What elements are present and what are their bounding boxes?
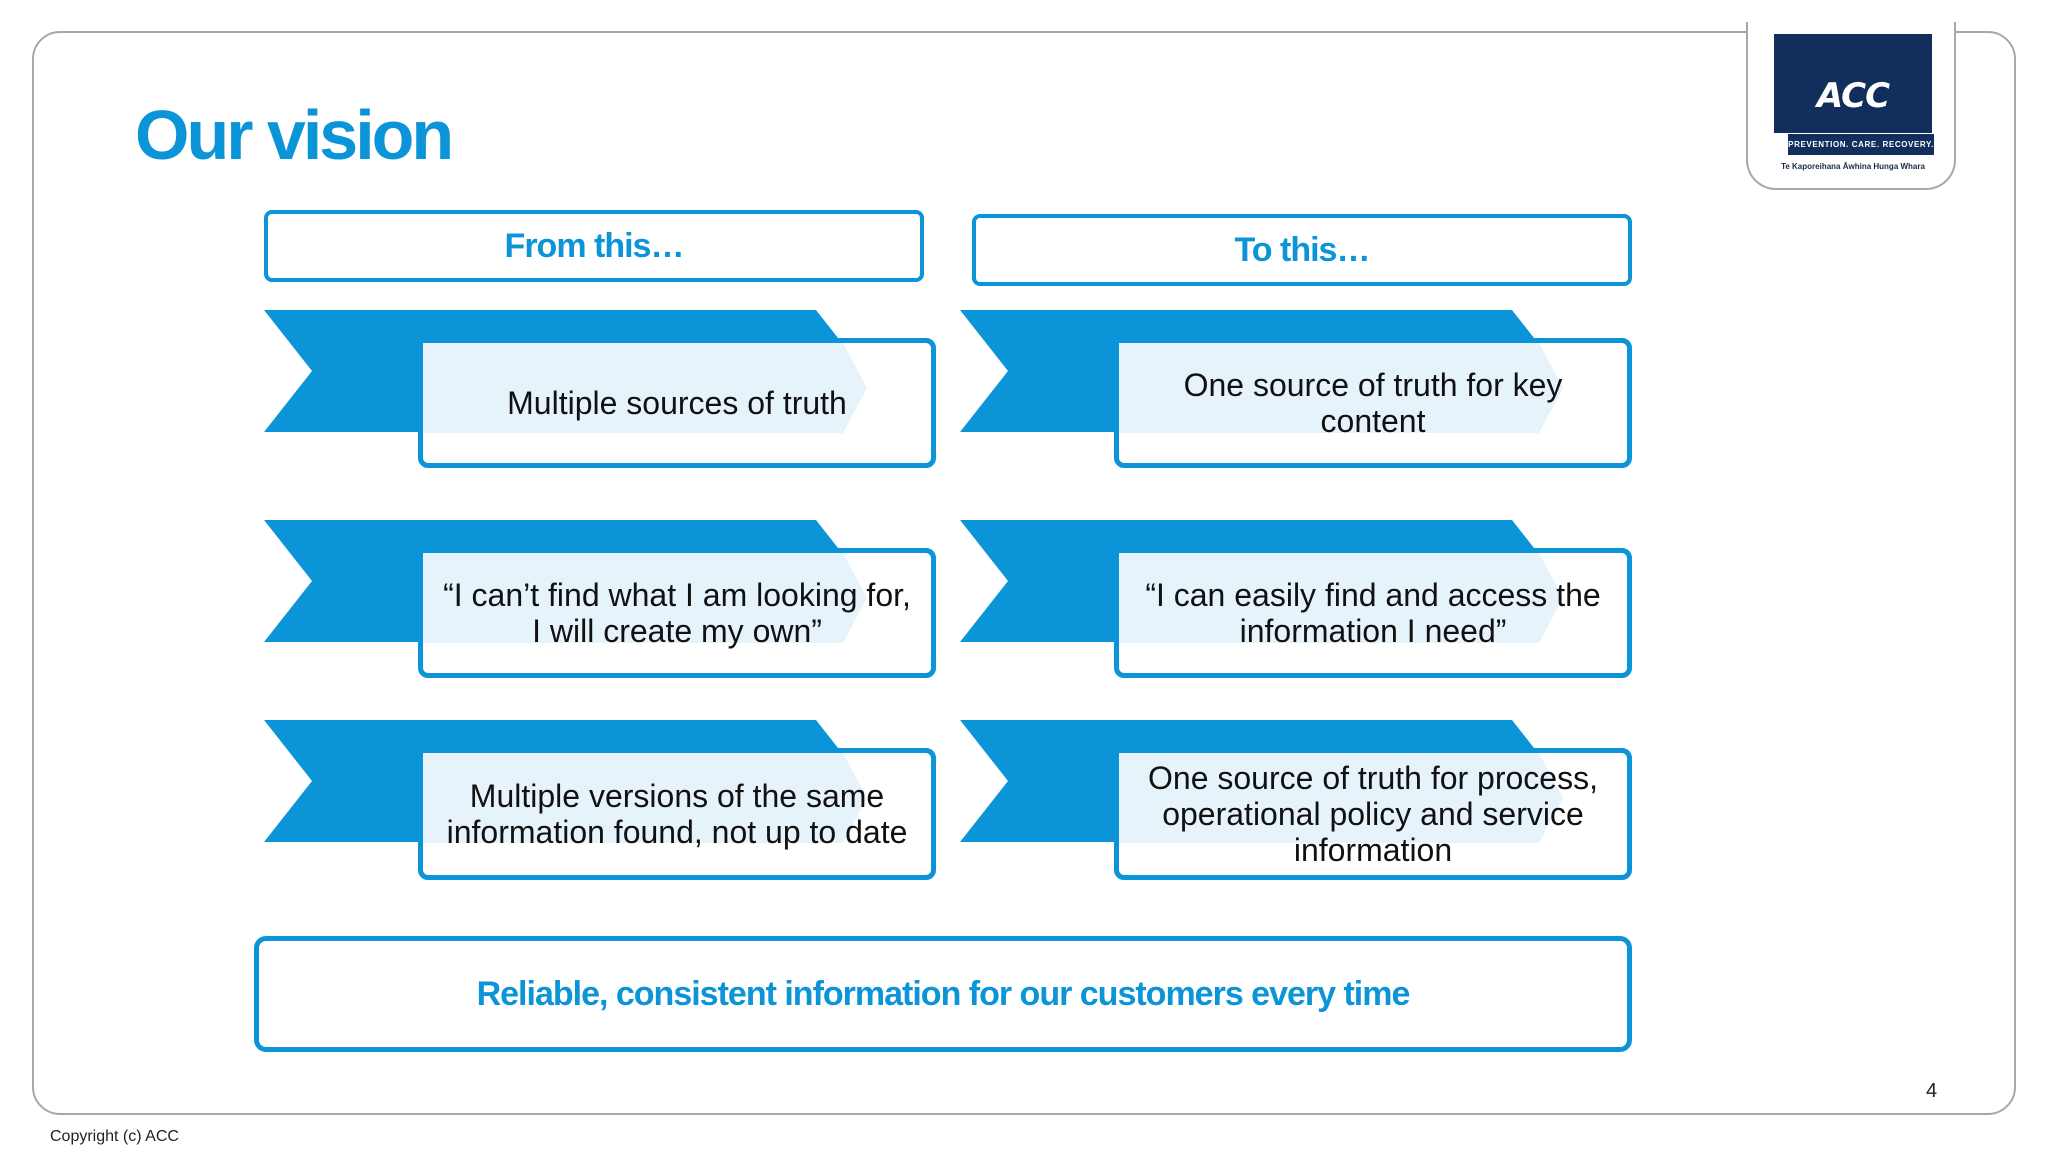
from-box-3: Multiple versions of the same informatio… xyxy=(418,748,936,880)
tint-shape xyxy=(423,753,867,843)
tint-shape xyxy=(1119,343,1563,433)
from-text-2: “I can’t find what I am looking for, I w… xyxy=(443,577,911,649)
page-title: Our vision xyxy=(135,96,454,174)
tint-shape xyxy=(423,553,867,643)
to-header-label: To this… xyxy=(1234,230,1371,269)
tint-shape xyxy=(1119,753,1563,843)
to-box-1: One source of truth for key content xyxy=(1114,338,1632,468)
footer-statement: Reliable, consistent information for our… xyxy=(476,974,1411,1013)
copyright: Copyright (c) ACC xyxy=(50,1128,179,1145)
to-text-1: One source of truth for key content xyxy=(1183,367,1563,439)
logo-tagline: PREVENTION. CARE. RECOVERY. xyxy=(1788,134,1934,155)
to-text-3: One source of truth for process, operati… xyxy=(1148,760,1598,868)
from-text-1: Multiple sources of truth xyxy=(507,385,847,421)
from-header-label: From this… xyxy=(504,226,685,265)
logo-tab: ACC PREVENTION. CARE. RECOVERY. Te Kapor… xyxy=(1746,22,1956,190)
to-box-3: One source of truth for process, operati… xyxy=(1114,748,1632,880)
acc-logo: ACC PREVENTION. CARE. RECOVERY. xyxy=(1774,34,1934,158)
acc-logo-mark: ACC xyxy=(1816,76,1890,116)
from-text-3: Multiple versions of the same informatio… xyxy=(446,778,908,850)
page-number: 4 xyxy=(1926,1080,1938,1102)
tint-shape xyxy=(423,343,867,433)
tint-shape xyxy=(1119,553,1563,643)
from-box-2: “I can’t find what I am looking for, I w… xyxy=(418,548,936,678)
logo-subtitle: Te Kaporeihana Āwhina Hunga Whara xyxy=(1781,162,1925,171)
footer-statement-box: Reliable, consistent information for our… xyxy=(254,936,1632,1052)
from-box-1: Multiple sources of truth xyxy=(418,338,936,468)
from-header: From this… xyxy=(264,210,924,282)
to-box-2: “I can easily find and access the inform… xyxy=(1114,548,1632,678)
to-text-2: “I can easily find and access the inform… xyxy=(1145,577,1601,649)
to-header: To this… xyxy=(972,214,1632,286)
